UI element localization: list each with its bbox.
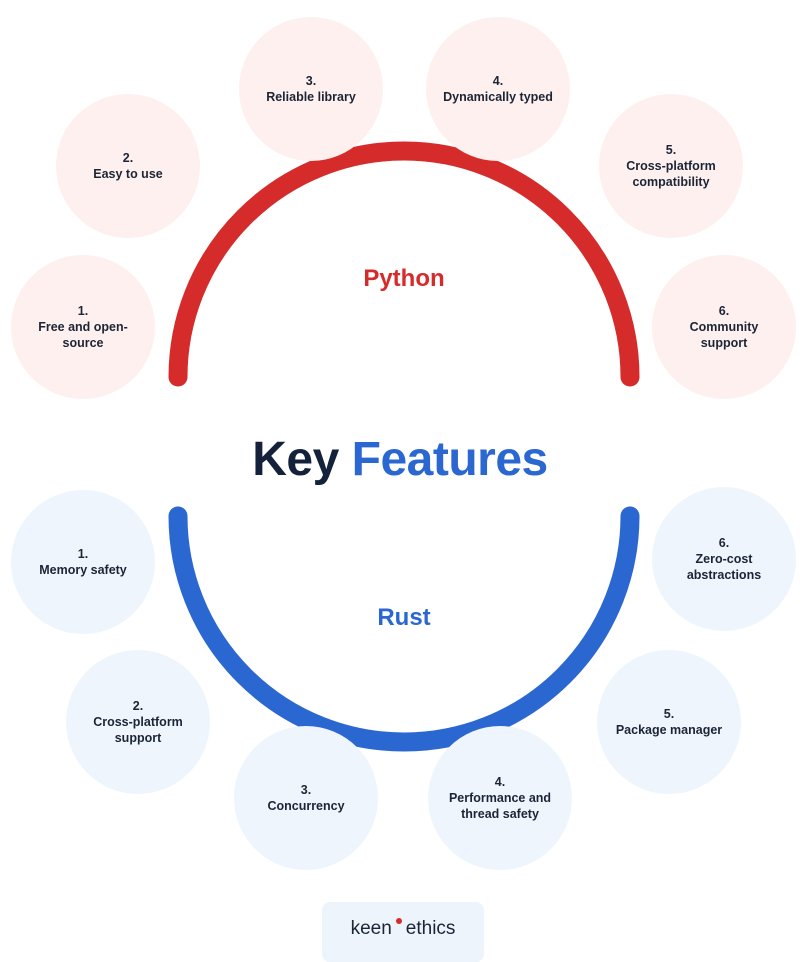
python-arc xyxy=(168,141,640,387)
python-feature-4: 4. Dynamically typed xyxy=(426,17,570,161)
feature-number: 3. xyxy=(300,783,312,797)
logo-right-text: ethics xyxy=(405,918,456,939)
python-feature-6: 6. Community support xyxy=(652,255,796,399)
feature-text: Package manager xyxy=(615,723,723,737)
page-title: Key Features xyxy=(0,432,800,487)
feature-text: Easy to use xyxy=(93,167,163,181)
feature-text: Free and open-source xyxy=(38,320,128,350)
feature-number: 5. xyxy=(665,143,677,157)
feature-number: 6. xyxy=(718,536,730,550)
python-feature-5: 5. Cross-platform compatibility xyxy=(599,94,743,238)
feature-number: 4. xyxy=(494,775,506,789)
feature-text: Dynamically typed xyxy=(443,90,553,104)
rust-feature-3: 3. Concurrency xyxy=(234,726,378,870)
feature-text: Memory safety xyxy=(39,563,127,577)
feature-text: Reliable library xyxy=(266,90,356,104)
logo-left-text: keen xyxy=(350,918,392,939)
title-key: Key xyxy=(252,433,339,486)
feature-text: Concurrency xyxy=(267,799,345,813)
rust-feature-6: 6. Zero-cost abstractions xyxy=(652,487,796,631)
feature-text: Zero-cost abstractions xyxy=(686,552,762,582)
feature-text: Community support xyxy=(689,320,759,350)
feature-number: 3. xyxy=(305,74,317,88)
feature-text: Cross-platform compatibility xyxy=(626,159,716,189)
feature-number: 2. xyxy=(122,151,134,165)
python-feature-1: 1. Free and open-source xyxy=(11,255,155,399)
feature-text: Performance and thread safety xyxy=(448,791,552,821)
title-features: Features xyxy=(351,433,549,486)
python-label: Python xyxy=(363,265,445,292)
rust-feature-4: 4. Performance and thread safety xyxy=(428,726,572,870)
rust-feature-5: 5. Package manager xyxy=(597,650,741,794)
feature-number: 4. xyxy=(492,74,504,88)
feature-number: 5. xyxy=(663,707,675,721)
rust-feature-2: 2. Cross-platform support xyxy=(66,650,210,794)
rust-arc xyxy=(168,506,640,752)
rust-feature-1: 1. Memory safety xyxy=(11,490,155,634)
rust-label: Rust xyxy=(377,604,431,631)
logo-dot xyxy=(395,918,402,924)
keen-ethics-logo: keen ethics xyxy=(322,902,484,962)
feature-number: 6. xyxy=(718,304,730,318)
python-feature-2: 2. Easy to use xyxy=(56,94,200,238)
feature-number: 2. xyxy=(132,699,144,713)
feature-text: Cross-platform support xyxy=(93,715,183,745)
python-feature-3: 3. Reliable library xyxy=(239,17,383,161)
feature-number: 1. xyxy=(77,304,89,318)
feature-number: 1. xyxy=(77,547,89,561)
